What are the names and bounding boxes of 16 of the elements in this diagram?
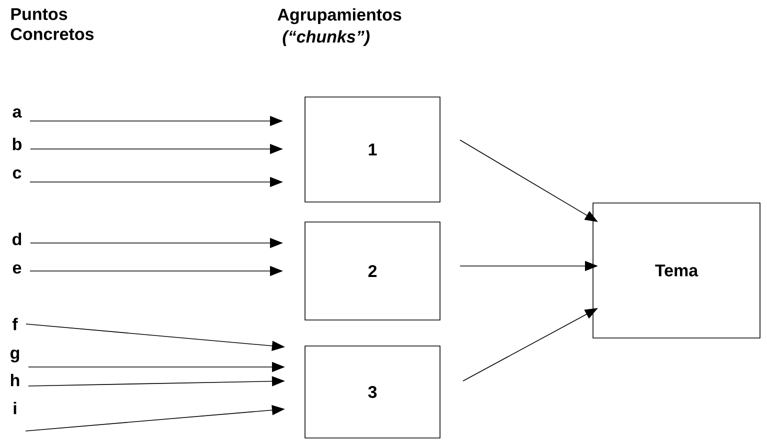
point-letter: d (12, 232, 22, 246)
point-letter: b (12, 138, 22, 150)
concept-box: Tema (592, 202, 760, 338)
point-letter: i (14, 402, 16, 414)
point-letter: e (12, 264, 22, 274)
column-heading: (“chunks”) (282, 30, 370, 46)
concept-box: 2 (304, 222, 440, 320)
point-letter: h (11, 374, 20, 386)
point-letter: f (12, 318, 18, 330)
point-letter: a (12, 108, 22, 118)
column-heading: Puntos Concretos (10, 8, 94, 40)
column-heading: Agrupamientos (278, 8, 402, 24)
concept-box: 1 (304, 96, 440, 202)
point-letter: c (12, 169, 22, 179)
concept-box: 3 (304, 346, 440, 438)
point-letter: g (10, 350, 20, 362)
